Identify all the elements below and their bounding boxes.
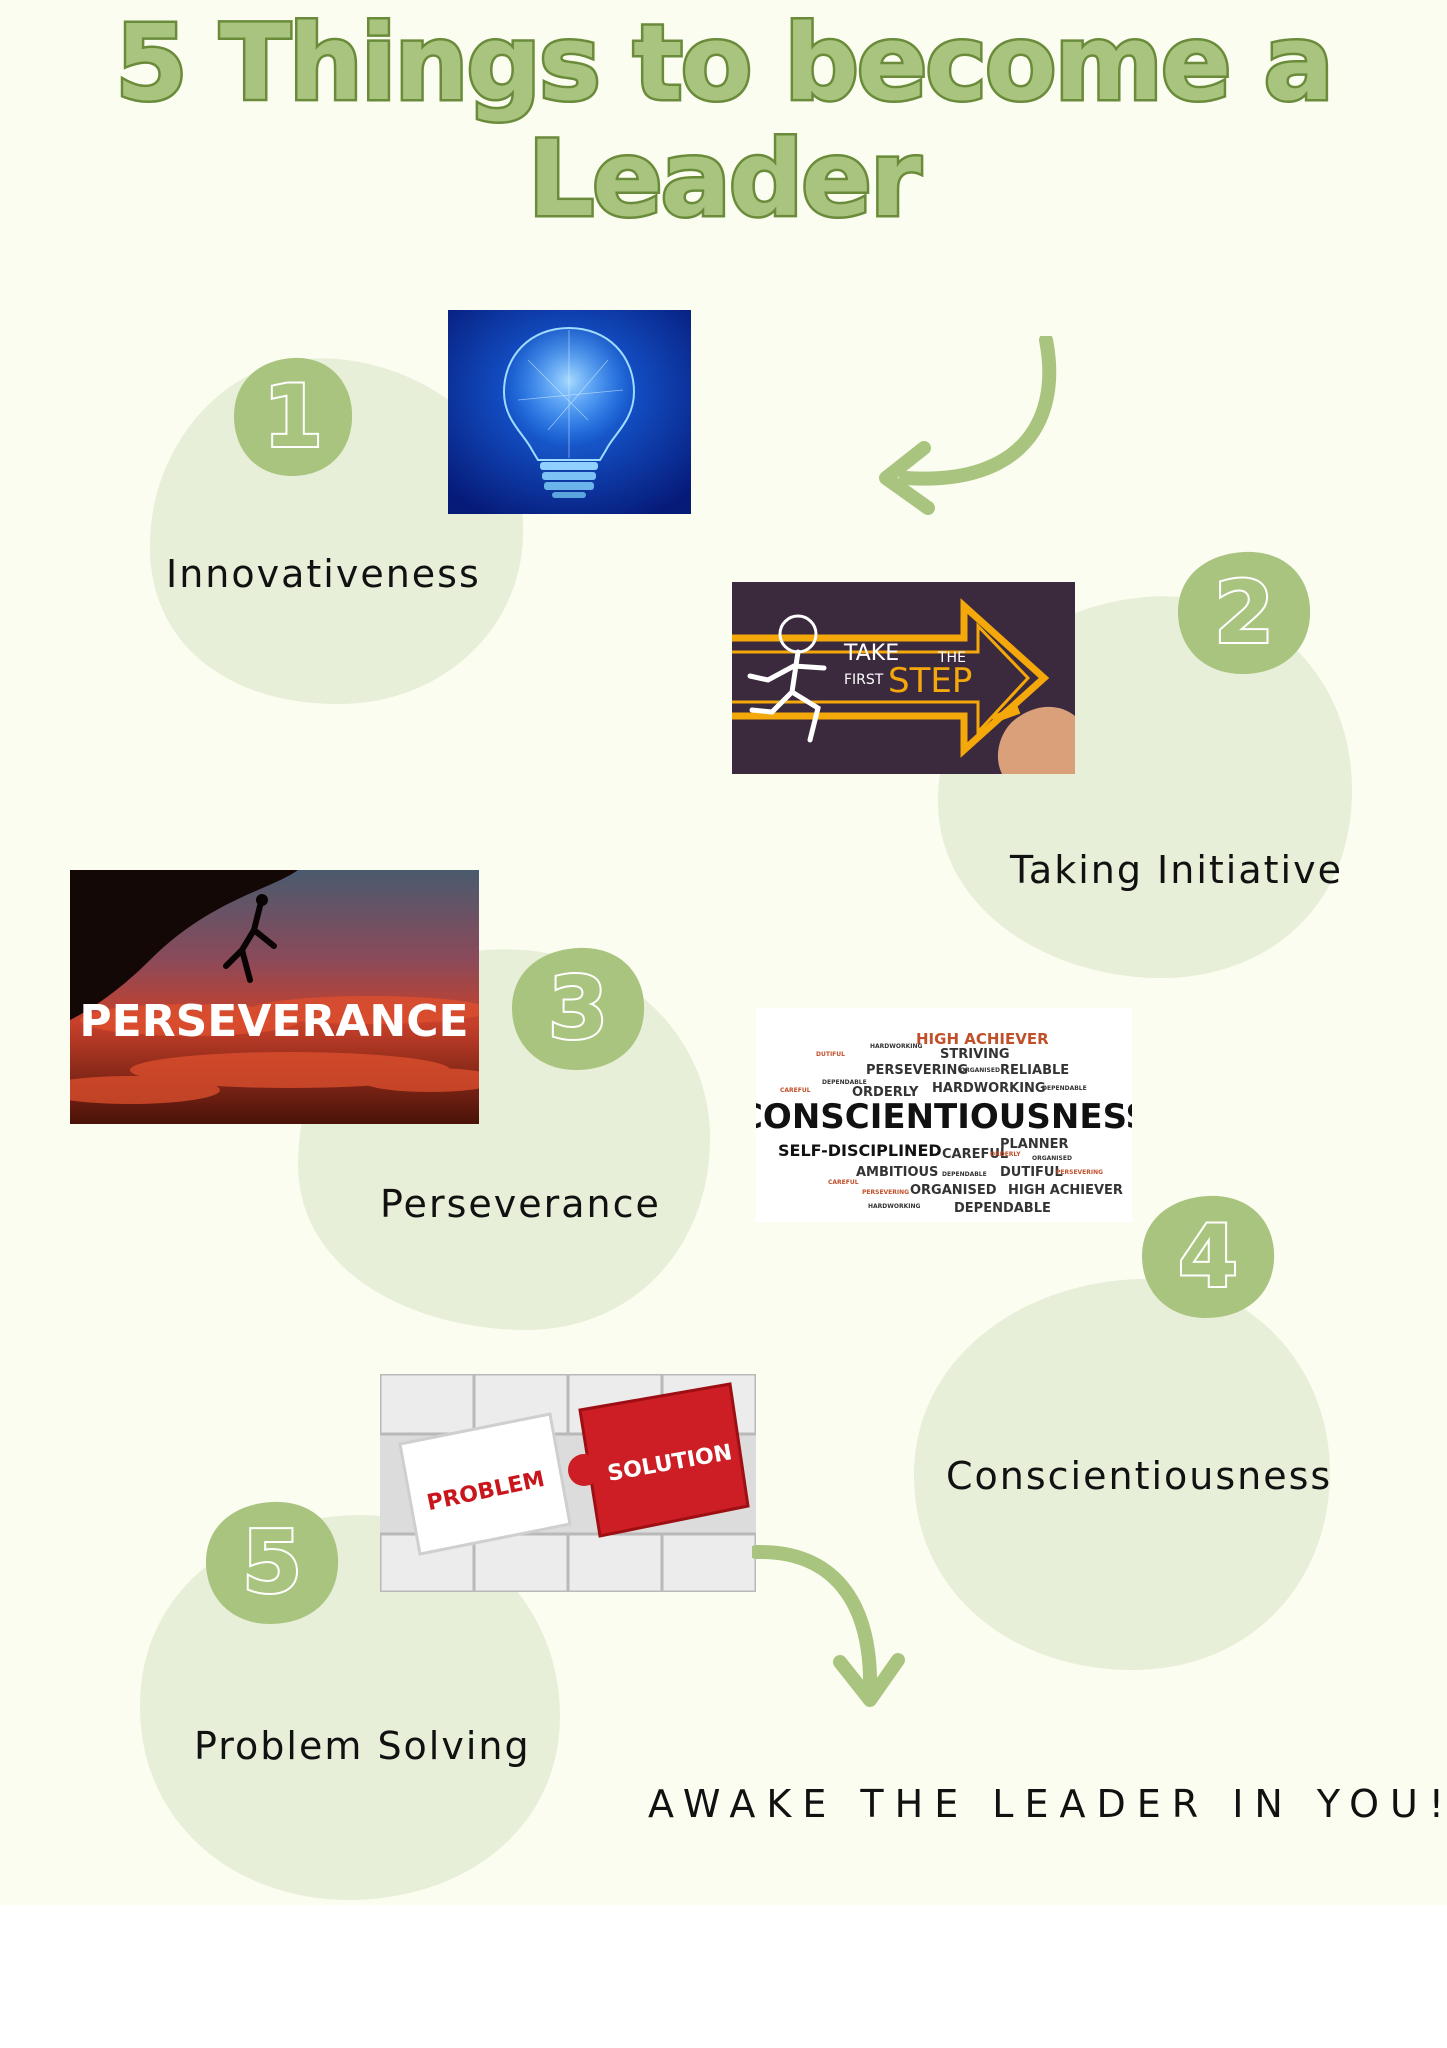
step-4-label: Conscientiousness: [946, 1454, 1333, 1498]
cloud-word: DEPENDABLE: [954, 1201, 1051, 1216]
take-text: TAKE: [843, 641, 899, 666]
cloud-word: ORGANISED: [910, 1183, 997, 1198]
cloud-word: ORGANISED: [960, 1067, 1000, 1074]
title-line-1: 5 Things to become a: [113, 2, 1337, 125]
word-cloud-image: HIGH ACHIEVER HARDWORKING STRIVING PERSE…: [756, 1008, 1132, 1222]
step-3-number: 3: [546, 957, 610, 1061]
cloud-word: RELIABLE: [1000, 1063, 1069, 1078]
step-5-badge: 5: [202, 1498, 339, 1624]
cloud-word: HIGH ACHIEVER: [1008, 1183, 1123, 1198]
step-2-badge: 2: [1174, 548, 1311, 674]
first-text: FIRST: [844, 672, 884, 688]
cloud-word: ORDERLY: [852, 1085, 919, 1100]
the-text: THE: [937, 650, 966, 666]
cloud-word: DEPENDABLE: [822, 1079, 867, 1086]
step-5-label: Problem Solving: [194, 1724, 531, 1768]
step-text: STEP: [888, 661, 972, 701]
cloud-word: STRIVING: [940, 1047, 1010, 1062]
cloud-word: SELF-DISCIPLINED: [778, 1141, 942, 1160]
cloud-word: DUTIFUL: [816, 1051, 845, 1058]
take-the-first-step-image: TAKE THE FIRST STEP: [732, 582, 1075, 774]
step-2-label: Taking Initiative: [1010, 848, 1343, 892]
step-1-badge: 1: [230, 354, 356, 480]
tagline: AWAKE THE LEADER IN YOU!: [648, 1782, 1447, 1826]
climber-sunset-image: PERSEVERANCE: [70, 870, 479, 1124]
cloud-word: AMBITIOUS: [856, 1165, 938, 1180]
step-1-number: 1: [261, 365, 325, 469]
cloud-word: ORGANISED: [1032, 1155, 1072, 1162]
cloud-word: ORDERLY: [990, 1151, 1021, 1158]
cloud-word: HIGH ACHIEVER: [916, 1030, 1049, 1048]
step-3-badge: 3: [508, 944, 645, 1070]
cloud-word: CAREFUL: [780, 1087, 811, 1094]
cloud-word: DUTIFUL: [1000, 1165, 1063, 1180]
title-line-2: Leader: [525, 118, 923, 241]
step-2-number: 2: [1212, 561, 1276, 665]
cloud-word: PERSEVERING: [1056, 1169, 1103, 1176]
curved-arrow-icon: [846, 333, 1066, 530]
step-5-number: 5: [240, 1511, 304, 1615]
cloud-word: HARDWORKING: [870, 1043, 923, 1050]
cloud-word: CAREFUL: [828, 1179, 859, 1186]
cloud-word: HARDWORKING: [932, 1081, 1046, 1096]
blob-step-4: [912, 1272, 1332, 1672]
cloud-word: PERSEVERING: [866, 1063, 968, 1078]
step-4-number: 4: [1176, 1205, 1240, 1309]
lightbulb-image: [448, 310, 691, 514]
puzzle-pieces-image: PROBLEM SOLUTION: [380, 1374, 756, 1592]
cloud-word: PLANNER: [1000, 1137, 1069, 1152]
cloud-word: DEPENDABLE: [942, 1171, 987, 1178]
perseverance-overlay-text: PERSEVERANCE: [79, 996, 468, 1047]
curved-arrow-down-icon: [749, 1540, 912, 1714]
step-3-label: Perseverance: [380, 1182, 661, 1226]
step-4-badge: 4: [1138, 1192, 1275, 1318]
cloud-main-word: CONSCIENTIOUSNESS: [756, 1097, 1132, 1137]
cloud-word: CAREFUL: [942, 1147, 1008, 1162]
cloud-word: PERSEVERING: [862, 1189, 909, 1196]
cloud-word: DEPENDABLE: [1042, 1085, 1087, 1092]
cloud-word: HARDWORKING: [868, 1203, 921, 1210]
step-1-label: Innovativeness: [166, 552, 481, 596]
